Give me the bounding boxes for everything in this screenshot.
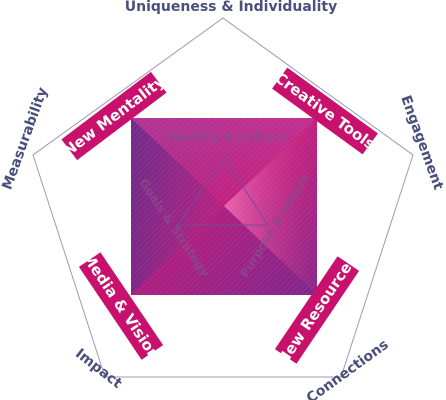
inner-label-identity-culture: Identity & Culture — [165, 130, 287, 144]
center-triangle-outline — [176, 156, 270, 226]
outer-label-uniqueness: Uniqueness & Individuality — [125, 0, 337, 15]
outer-label-impact: Impact — [72, 346, 125, 392]
central-square — [131, 118, 317, 295]
outer-label-connections: Connections — [304, 337, 392, 400]
outer-label-engagement: Engagement — [397, 93, 446, 192]
pentagon-outline — [32, 17, 414, 378]
outer-label-measurability: Measurability — [0, 85, 51, 192]
